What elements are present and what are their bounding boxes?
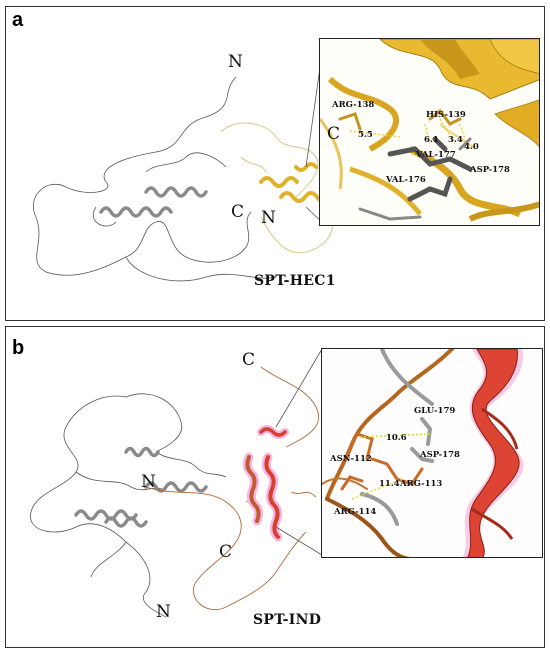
panel-b: b	[5, 326, 545, 648]
panel-b-inset-red-helix	[462, 349, 524, 557]
panel-a-res-arg138: ARG-138	[331, 100, 374, 110]
panel-b-inset-orange-ribbon	[322, 349, 454, 557]
panel-a-dist-1: 5.5	[358, 130, 373, 140]
panel-a-res-val177: VAL-177	[415, 150, 456, 160]
panel-a-c-label: C	[231, 202, 244, 222]
panel-a-inset-bonds	[349, 118, 466, 145]
panel-b-res-arg114: ARG-114	[333, 507, 376, 517]
panel-a-dist-3: 3.4	[448, 135, 463, 145]
panel-b-inset: GLU-179 ASN-112 ASP-178 ARG-113 ARG-114 …	[321, 348, 543, 558]
panel-b-c-label: C	[219, 542, 232, 562]
panel-b-gray-coil	[30, 393, 227, 618]
panel-b-res-asn112: ASN-112	[329, 454, 372, 464]
panel-a-gray-helices	[99, 186, 208, 218]
panel-a-gray-coil	[33, 76, 277, 282]
panel-a-structure: N C N	[33, 38, 333, 282]
panel-a-caption: SPT-HEC1	[254, 273, 336, 289]
panel-a-inset-yellow-sticks	[338, 108, 462, 131]
panel-b-inset-svg: GLU-179 ASN-112 ASP-178 ARG-113 ARG-114 …	[322, 349, 524, 557]
panel-b-res-arg113: ARG-113	[399, 479, 442, 489]
panel-b-inset-gray-sticks	[360, 349, 434, 526]
panel-b-zoom-line-top	[275, 348, 323, 428]
panel-a-inset-svg: ARG-138 HIS-139 VAL-177 ASP-178 VAL-176 …	[320, 39, 539, 222]
panel-b-caption: SPT-IND	[253, 612, 322, 628]
panel-b-c-label-top: C	[242, 350, 255, 370]
panel-a-dist-2: 6.1	[424, 135, 439, 145]
panel-a-res-val176: VAL-176	[385, 175, 426, 185]
panel-b-n-label: N	[141, 472, 156, 492]
panel-b-dist-1: 10.6	[386, 433, 407, 443]
panel-a-n-label-top: N	[228, 52, 243, 72]
panel-b-structure: C N C N	[30, 348, 323, 622]
panel-b-res-asp178: ASP-178	[419, 450, 460, 460]
panel-a-dist-4: 4.0	[464, 142, 479, 152]
panel-b-n-label-bottom: N	[156, 602, 171, 622]
panel-b-res-glu179: GLU-179	[414, 406, 455, 416]
panel-a-inset-gray-sticks	[387, 136, 473, 202]
panel-b-red-helices	[242, 425, 289, 542]
panel-b-inset-bonds	[351, 433, 431, 500]
panel-a-res-his139: HIS-139	[426, 110, 466, 120]
panel-a-inset-c-label: C	[327, 124, 340, 144]
panel-a: a N C N	[5, 6, 545, 321]
panel-b-gray-helices	[74, 446, 208, 528]
panel-b-letter: b	[12, 337, 25, 359]
panel-a-n-label: N	[261, 208, 276, 228]
panel-a-inset-gray-sticks-light	[358, 137, 472, 221]
panel-b-zoom-line-bottom	[275, 526, 323, 556]
panel-b-orange-coil	[145, 366, 320, 611]
panel-a-inset-helices	[320, 39, 539, 222]
panel-a-yellow-coil	[220, 122, 333, 254]
panel-a-inset: ARG-138 HIS-139 VAL-177 ASP-178 VAL-176 …	[319, 38, 540, 226]
panel-b-dist-2: 11.4	[379, 479, 400, 489]
panel-a-letter: a	[12, 9, 24, 31]
panel-a-res-asp178: ASP-178	[469, 165, 510, 175]
